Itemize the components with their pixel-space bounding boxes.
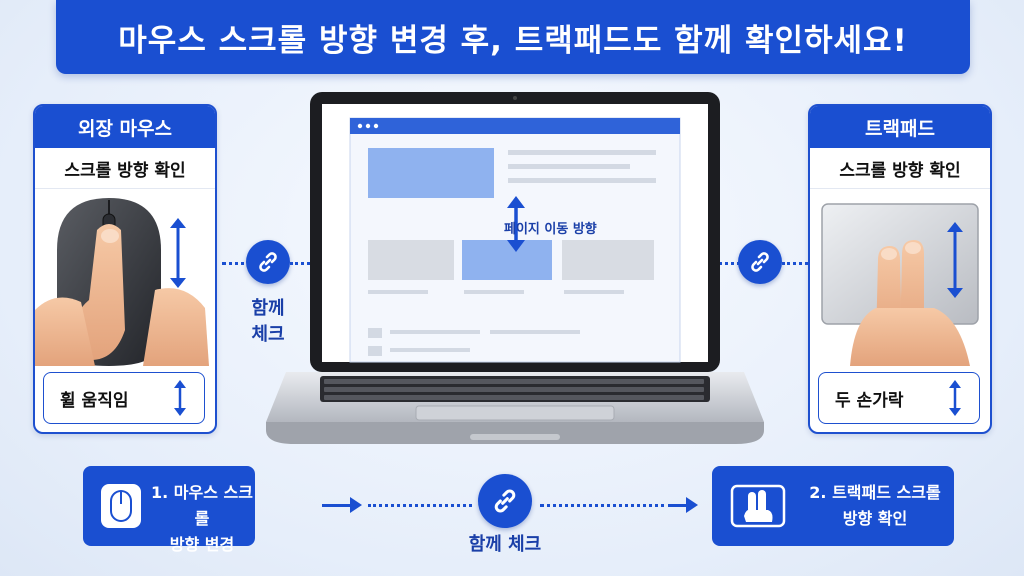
together-check-label: 함께 체크 — [236, 296, 300, 348]
trackpad-icon — [730, 484, 786, 528]
scroll-arrow-icon — [170, 218, 186, 288]
link-icon — [494, 489, 516, 513]
laptop-graphic — [266, 92, 764, 444]
right-arrow-icon — [686, 497, 698, 513]
card-subheader: 스크롤 방향 확인 — [810, 148, 990, 189]
card-subheader: 스크롤 방향 확인 — [35, 148, 215, 189]
label-line: 함께 — [251, 298, 285, 319]
laptop-illustration: 페이지 이동 방향 — [266, 92, 764, 444]
label-line: 체크 — [251, 324, 285, 345]
step-1-box: 1. 마우스 스크롤 방향 변경 — [83, 466, 255, 554]
dotted-connector — [712, 262, 740, 265]
dotted-connector — [540, 504, 672, 507]
updown-arrow-icon — [174, 380, 186, 416]
step-line: 2. 트랙패드 스크롤 — [809, 483, 941, 502]
scroll-arrow-icon — [947, 222, 963, 298]
wheel-movement-box: 휠 움직임 — [43, 372, 205, 424]
mouse-hand-illustration — [35, 198, 209, 366]
link-badge — [246, 240, 290, 284]
step-2-box: 2. 트랙패드 스크롤 방향 확인 — [712, 466, 954, 546]
trackpad-hand-illustration — [821, 203, 979, 366]
two-finger-box: 두 손가락 — [818, 372, 980, 424]
dotted-connector — [782, 262, 808, 265]
dotted-connector — [290, 262, 316, 265]
dotted-connector — [368, 504, 472, 507]
link-badge — [738, 240, 782, 284]
card-header: 트랙패드 — [810, 106, 990, 148]
external-mouse-card: 외장 마우스 스크롤 방향 확인 휠 움직임 — [33, 104, 217, 434]
step-line: 1. 마우스 스크롤 — [151, 483, 253, 528]
footer-label: 휠 움직임 — [60, 390, 129, 411]
page-title: 마우스 스크롤 방향 변경 후, 트랙패드도 함께 확인하세요! — [118, 22, 908, 59]
mouse-icon — [101, 484, 141, 528]
step-1-text: 1. 마우스 스크롤 방향 변경 — [149, 480, 255, 558]
link-icon — [751, 252, 769, 272]
title-banner: 마우스 스크롤 방향 변경 후, 트랙패드도 함께 확인하세요! — [56, 0, 970, 74]
card-header: 외장 마우스 — [35, 106, 215, 148]
right-arrow-icon — [350, 497, 362, 513]
scroll-direction-label: 페이지 이동 방향 — [504, 222, 597, 237]
step-line: 방향 확인 — [842, 509, 908, 528]
bottom-together-check-label: 함께 체크 — [468, 534, 542, 555]
arrow-shaft — [668, 504, 688, 507]
step-line: 방향 변경 — [169, 535, 235, 554]
arrow-shaft — [322, 504, 352, 507]
link-icon — [259, 252, 277, 272]
dotted-connector — [222, 262, 252, 265]
footer-label: 두 손가락 — [835, 390, 904, 411]
link-badge — [478, 474, 532, 528]
updown-arrow-icon — [949, 380, 961, 416]
trackpad-card: 트랙패드 스크롤 방향 확인 두 손가락 — [808, 104, 992, 434]
step-2-text: 2. 트랙패드 스크롤 방향 확인 — [796, 480, 954, 532]
